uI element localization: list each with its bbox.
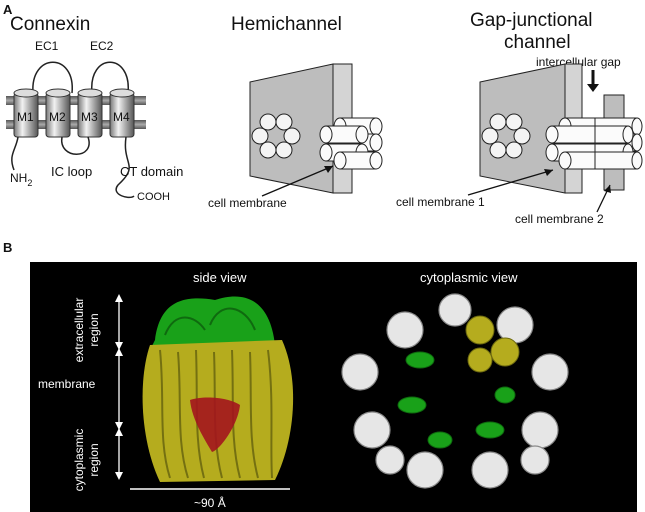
extracellular-label-line1: extracellular	[72, 298, 86, 363]
cell-membrane-arrowhead	[324, 166, 333, 173]
ic-loop-label: IC loop	[51, 164, 92, 179]
hemichannel-diagram: Hemichannel	[208, 14, 383, 210]
ct-domain-label: CT domain	[120, 164, 183, 179]
cell-membrane-1-arrowhead	[544, 169, 553, 176]
intercellular-gap-arrowhead	[587, 84, 599, 92]
cytoplasmic-label-line1: cytoplasmic	[72, 429, 86, 492]
region-arrows	[115, 294, 123, 480]
hemichannel-cylinders	[319, 117, 383, 170]
ec1-loop	[32, 61, 73, 94]
scale-label: ~90 Å	[194, 495, 226, 510]
helix-label-m3: M3	[81, 110, 98, 124]
cytoplasmic-label-line2: region	[87, 443, 101, 476]
helix-label-m4: M4	[113, 110, 130, 124]
helix-label-m1: M1	[17, 110, 34, 124]
side-view-structure	[142, 296, 294, 482]
cell-membrane-1-arrow	[467, 169, 554, 196]
panel-a-letter: A	[3, 2, 13, 17]
gap-junction-diagram: Gap-junctional channel intercellular gap	[396, 10, 643, 226]
ct-domain-tail	[115, 136, 135, 199]
cooh-label: COOH	[137, 191, 170, 203]
gap-junction-pore-end	[481, 113, 531, 159]
helix-cylinders	[13, 88, 135, 138]
cytoplasmic-view-structure	[341, 293, 569, 489]
cell-membrane-2-arrowhead	[604, 185, 611, 193]
gap-junction-cylinders	[545, 117, 643, 170]
ec1-label: EC1	[35, 39, 59, 53]
extracellular-label-line2: region	[87, 313, 101, 346]
nh2-main: NH	[10, 171, 27, 185]
hemichannel-title: Hemichannel	[231, 14, 342, 35]
ec2-label: EC2	[90, 39, 114, 53]
gap-junction-title-line1: Gap-junctional	[470, 10, 593, 31]
ic-loop-curve	[61, 136, 90, 155]
side-view-label: side view	[193, 270, 247, 285]
cell-membrane-arrow	[261, 165, 334, 197]
membrane-band-top	[6, 96, 146, 105]
helix-label-m2: M2	[49, 110, 66, 124]
panel-b-letter: B	[3, 240, 12, 255]
n-terminus-tail	[11, 136, 19, 171]
ec2-loop	[91, 61, 129, 94]
nh2-subscript: 2	[27, 178, 32, 188]
cytoplasmic-view-label: cytoplasmic view	[420, 270, 518, 285]
membrane-label: membrane	[38, 377, 96, 391]
connexin-diagram: Connexin EC1 EC2 M1 M2 M3 M4 NH2 IC	[6, 14, 183, 203]
cell-membrane-label: cell membrane	[208, 196, 287, 210]
cell-membrane-2-label: cell membrane 2	[515, 212, 604, 226]
gap-junction-title-line2: channel	[504, 32, 571, 53]
membrane-band-bottom	[6, 120, 146, 129]
nh2-label: NH2	[10, 171, 32, 188]
cell-membrane-1-label: cell membrane 1	[396, 195, 485, 209]
hemichannel-pore-end	[251, 113, 301, 159]
connexin-title: Connexin	[10, 14, 90, 35]
